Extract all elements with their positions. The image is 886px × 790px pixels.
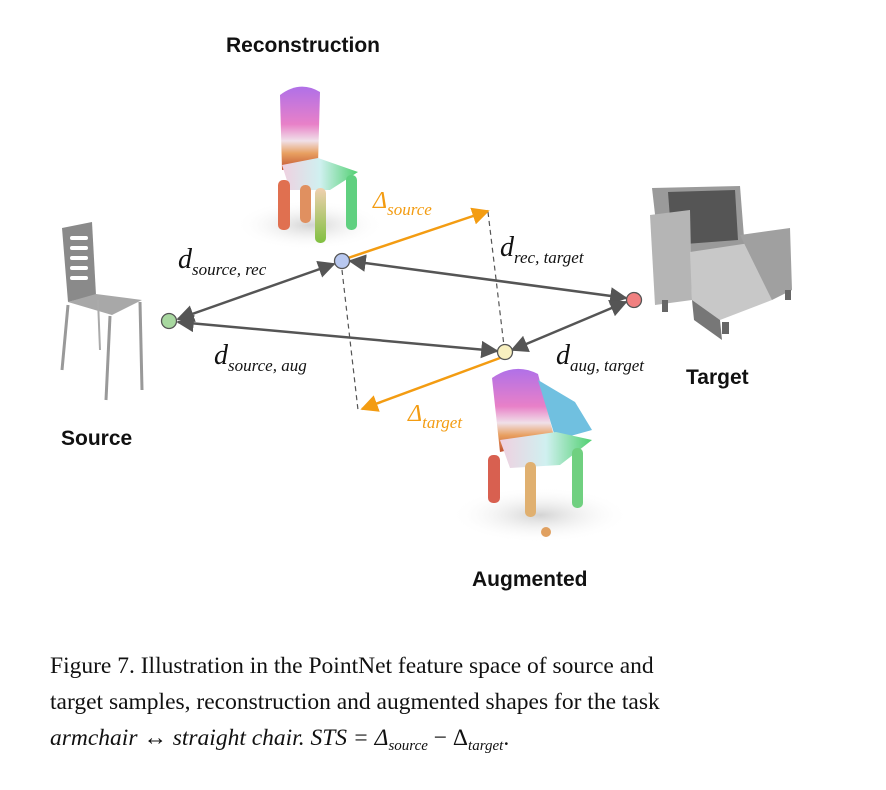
distance-label-source-rec: dsource, rec [178,244,267,279]
label-source: Source [61,427,133,450]
node-reconstruction [333,252,351,270]
node-target [625,291,643,309]
caption-line-3: armchair ↔ straight chair. STS = Δsource… [50,720,850,764]
caption-formula-mid: − Δ [427,725,469,751]
caption-formula-prefix: . STS = Δ [298,725,389,751]
caption-line-2: target samples, reconstruction and augme… [50,689,660,715]
arrow-rec-target [348,254,628,305]
distance-label-source-aug: dsource, aug [214,340,307,375]
delta-target-label: Δtarget [408,401,463,432]
target-armchair-image [650,186,792,340]
figure-illustration: Reconstruction Source Target Augmented d… [60,34,792,591]
dashed-line-aug [487,211,505,347]
caption-formula-sub-source: source [388,738,428,754]
caption-formula-sub-target: target [468,738,504,754]
distance-label-aug-target: daug, target [556,340,644,375]
label-augmented: Augmented [472,568,588,591]
arrow-source-rec [176,260,336,323]
feature-space-diagram [60,86,792,543]
figure-caption: Figure 7. Illustration in the PointNet f… [50,648,850,764]
augmented-chair-image [450,368,630,543]
source-chair-image [60,222,144,401]
label-target: Target [686,366,749,389]
distance-label-rec-target: drec, target [500,232,584,267]
node-source [160,312,178,330]
label-reconstruction: Reconstruction [226,34,381,57]
node-augmented [496,343,514,361]
caption-line-1: Figure 7. Illustration in the PointNet f… [50,653,654,679]
caption-task: armchair ↔ straight chair [50,725,299,751]
reconstruction-chair-image [235,86,385,250]
delta-target-arrow [360,356,501,412]
arrow-aug-target [510,300,628,352]
delta-source-arrow [347,207,490,260]
dashed-line-rec [341,269,359,411]
caption-formula-end: . [503,725,510,751]
delta-source-label: Δsource [373,188,432,219]
arrow-source-aug [176,314,499,359]
